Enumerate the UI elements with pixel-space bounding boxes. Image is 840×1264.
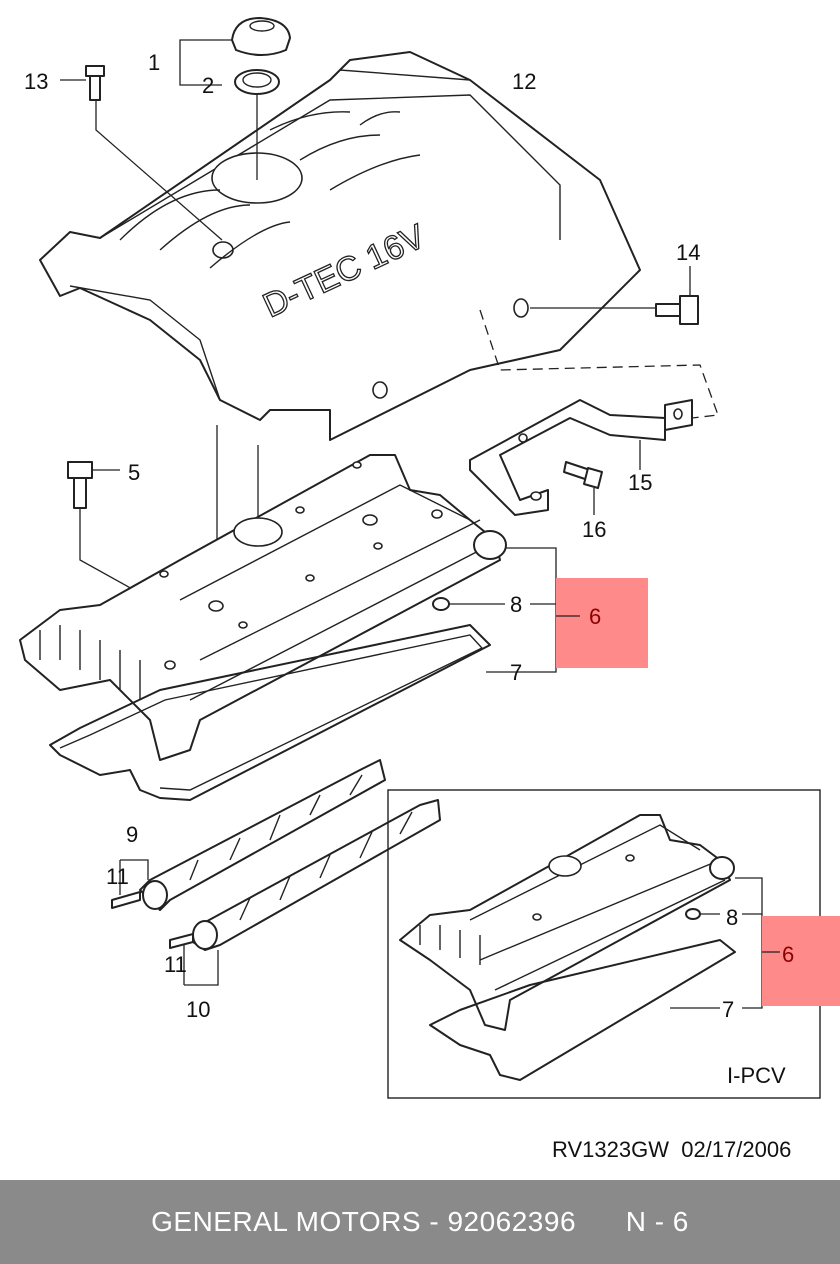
callout-16: 16 bbox=[582, 517, 606, 542]
cap-seal-ring bbox=[234, 69, 280, 95]
callout-5: 5 bbox=[128, 460, 140, 485]
callout-14: 14 bbox=[676, 240, 700, 265]
seal-8 bbox=[432, 597, 450, 611]
footer-part-number: GENERAL MOTORS - 92062396 N - 6 bbox=[151, 1206, 689, 1237]
highlight-box-main bbox=[556, 578, 648, 668]
leader-10-11 bbox=[183, 945, 219, 986]
callout-6-main: 6 bbox=[589, 604, 601, 629]
inset-seal-8 bbox=[685, 908, 701, 920]
callout-12: 12 bbox=[512, 69, 536, 94]
leader-15-dashed bbox=[479, 309, 719, 419]
inset-gasket bbox=[429, 939, 736, 1081]
camshaft-upper bbox=[111, 759, 386, 911]
exploded-parts-diagram: D-TEC 16V bbox=[19, 17, 840, 1099]
inset-title: I-PCV bbox=[727, 1063, 786, 1088]
callout-7-main: 7 bbox=[510, 660, 522, 685]
leader-9-11 bbox=[119, 859, 149, 895]
footer-bar: GENERAL MOTORS - 92062396 N - 6 bbox=[0, 1180, 840, 1264]
camshaft-lower bbox=[169, 799, 441, 951]
bracket-15 bbox=[469, 399, 693, 516]
oil-filler-cap bbox=[231, 17, 291, 56]
leader-1-2 bbox=[179, 39, 232, 86]
callout-10: 10 bbox=[186, 997, 210, 1022]
callout-9: 9 bbox=[126, 822, 138, 847]
inset-camshaft-cover bbox=[399, 814, 735, 1031]
callout-11-upper: 11 bbox=[106, 864, 129, 889]
highlight-box-inset bbox=[762, 916, 840, 1006]
camshaft-cover bbox=[19, 454, 507, 761]
bolt-5 bbox=[67, 461, 93, 509]
engine-cover: D-TEC 16V bbox=[39, 51, 641, 441]
callout-8-main: 8 bbox=[510, 592, 522, 617]
leader-13-cover bbox=[95, 100, 223, 241]
bolt-14 bbox=[655, 295, 699, 325]
callout-11-lower: 11 bbox=[164, 952, 187, 977]
callout-1: 1 bbox=[148, 50, 160, 75]
callout-8-inset: 8 bbox=[726, 905, 738, 930]
callout-6-inset: 6 bbox=[782, 942, 794, 967]
bolt-13 bbox=[85, 65, 105, 101]
callout-13: 13 bbox=[24, 69, 48, 94]
diagram-reference: RV1323GW 02/17/2006 bbox=[552, 1137, 792, 1162]
cover-gasket bbox=[49, 624, 491, 801]
callout-15: 15 bbox=[628, 470, 652, 495]
callout-7-inset: 7 bbox=[722, 997, 734, 1022]
bolt-16 bbox=[563, 461, 603, 489]
callout-2: 2 bbox=[202, 73, 214, 98]
